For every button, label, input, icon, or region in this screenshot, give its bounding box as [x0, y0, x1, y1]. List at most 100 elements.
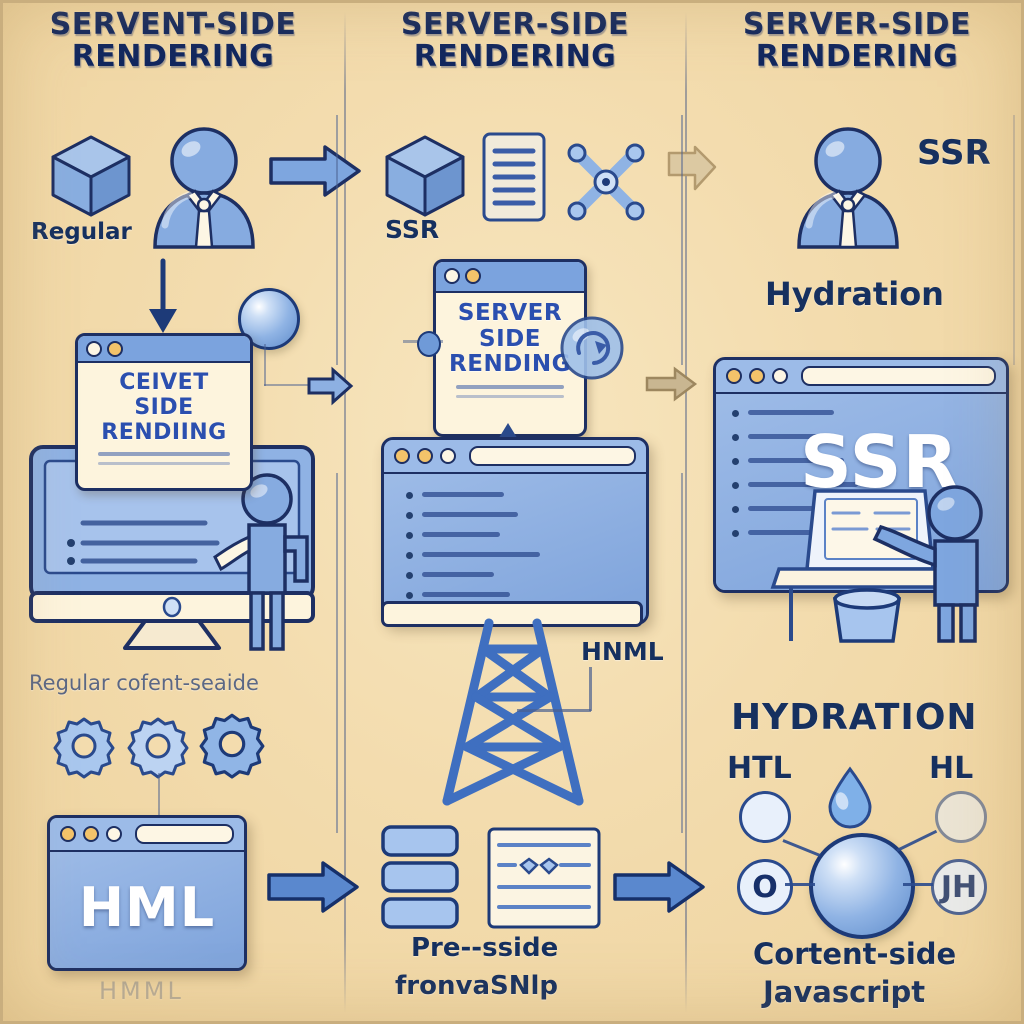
card-rule — [456, 395, 564, 399]
molecule-node-jh: JH — [931, 859, 987, 915]
title-line-2: RENDERING — [755, 38, 959, 74]
connector-node-middle — [417, 331, 441, 357]
water-drop-icon-right — [827, 766, 873, 829]
window-dot-icon — [749, 368, 765, 384]
content-panel-middle — [487, 827, 601, 929]
window-dot-icon — [465, 268, 481, 285]
card-body-middle: SERVER SIDE RENDING — [436, 293, 584, 406]
window-dot-icon — [107, 340, 123, 357]
list-bullet — [732, 458, 739, 465]
list-bullet — [732, 482, 739, 489]
molecule-bond-1 — [782, 839, 821, 857]
desk-scene-right — [770, 483, 1013, 643]
card-line-1: SERVER — [457, 299, 563, 326]
sphere-stem-left — [264, 344, 266, 386]
flow-arrow-bottom-left — [267, 859, 359, 915]
content-line — [422, 532, 500, 537]
browser-screen-left: HML — [50, 852, 244, 968]
small-arrow-middle — [645, 365, 698, 403]
database-stack-icon-middle — [379, 825, 463, 931]
list-bullet — [732, 506, 739, 513]
tower-label-middle: HNML — [581, 637, 664, 666]
guide-line-left-vertical-2 — [336, 473, 338, 833]
window-dot-icon — [444, 268, 460, 285]
column-divider-2 — [685, 11, 687, 1013]
cube-icon-middle — [379, 129, 471, 221]
content-line — [748, 482, 858, 487]
card-titlebar-left — [78, 336, 250, 364]
column-divider-1 — [344, 11, 346, 1013]
molecule-bond-4 — [903, 883, 933, 886]
gear-icon-1 — [53, 715, 115, 779]
title-line-1: SERVENT-SIDE — [49, 7, 297, 42]
window-dot-icon — [726, 368, 742, 384]
molecule-label-htl: HTL — [727, 751, 792, 786]
molecule-node-hl — [935, 791, 987, 843]
guide-line-left-vertical — [336, 115, 338, 365]
list-bullet — [732, 530, 739, 537]
person-label-right: SSR — [917, 133, 991, 173]
title-line-2: RENDERING — [71, 38, 275, 74]
flow-arrow-bottom-middle — [613, 859, 705, 915]
small-arrow-left — [307, 366, 354, 406]
window-dot-icon — [440, 448, 456, 464]
cube-label-middle: SSR — [385, 215, 440, 244]
browser-urlbar-middle[interactable] — [469, 446, 636, 466]
window-dot-icon — [83, 826, 99, 842]
content-line — [748, 530, 832, 535]
content-line — [422, 492, 504, 497]
title-line-1: SERVER-SIDE — [400, 7, 630, 42]
column-title-right: SERVER-SIDE RENDERING — [697, 9, 1017, 72]
content-line — [422, 552, 540, 557]
content-line — [422, 572, 494, 577]
list-bullet — [406, 532, 413, 539]
presenter-figure-left — [213, 473, 319, 651]
caption-right-line-2: Javascript — [763, 975, 926, 1009]
content-line — [422, 592, 510, 597]
molecule-label-jh: JH — [940, 869, 978, 905]
tower-label-connector-v — [589, 667, 592, 711]
caption-left-mid: Regular cofent-seaide — [29, 671, 259, 695]
guide-line-right-vertical — [1013, 115, 1015, 365]
browser-chrome-middle — [384, 440, 646, 474]
list-bullet — [406, 552, 413, 559]
window-dot-icon — [86, 340, 102, 357]
browser-urlbar-right[interactable] — [801, 366, 996, 386]
guide-line-middle-vertical — [681, 115, 683, 365]
card-rule — [456, 385, 564, 390]
window-dot-icon — [60, 826, 76, 842]
card-body-left: CEIVET SIDE RENDIING — [78, 363, 250, 473]
molecule-node-htl — [739, 791, 791, 843]
title-line-2: RENDERING — [413, 38, 617, 74]
gear-icon-3 — [199, 711, 265, 779]
card-line-1: CEIVET — [119, 370, 209, 396]
molecule-bond-3 — [785, 883, 815, 886]
person-caption-right: Hydration — [765, 275, 944, 313]
card-titlebar-middle — [436, 262, 584, 293]
browser-chrome-right — [716, 360, 1006, 394]
guide-line-middle-vertical-2 — [681, 473, 683, 833]
molecule-label-hl: HL — [929, 751, 974, 786]
content-line — [748, 506, 814, 511]
gear-icon-2 — [127, 715, 189, 779]
content-line — [748, 458, 844, 463]
window-dot-icon — [417, 448, 433, 464]
cube-label-left: Regular — [31, 219, 132, 245]
card-line-2: SIDE — [479, 325, 541, 352]
render-card-left: CEIVET SIDE RENDIING — [75, 333, 253, 491]
browser-window-left: HML — [47, 815, 247, 971]
molecule-bond-2 — [896, 829, 938, 852]
content-line — [748, 434, 820, 439]
card-rule — [98, 452, 230, 457]
browser-chrome-left — [50, 818, 244, 852]
caption-right-line-1: Cortent-side — [753, 937, 957, 971]
window-dot-icon — [394, 448, 410, 464]
content-line — [422, 512, 518, 517]
browser-urlbar-left[interactable] — [135, 824, 234, 844]
list-bullet — [406, 572, 413, 579]
monitor-base-middle — [381, 601, 643, 627]
flow-arrow-top-middle — [667, 145, 717, 197]
browser-shadow-word-left: HMML — [99, 977, 184, 1005]
card-line-3: RENDING — [449, 351, 571, 378]
